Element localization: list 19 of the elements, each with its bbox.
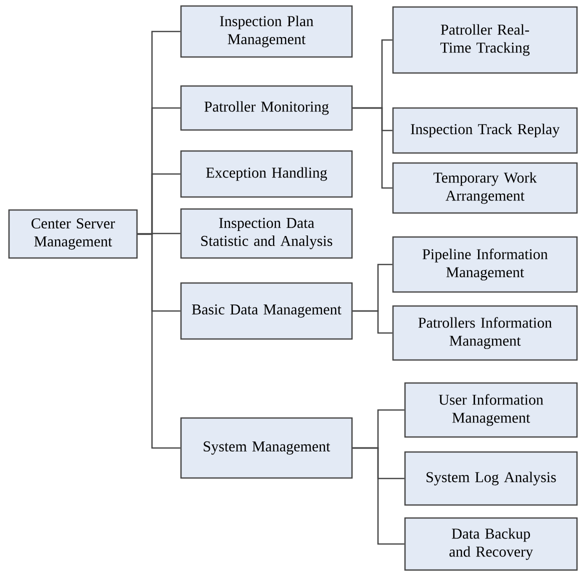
process-box: Temporary Work Arrangement [392,162,578,214]
process-box: Center Server Management [8,209,138,259]
connector-line [352,447,404,545]
connector-line [352,310,392,334]
process-box: Data Backup and Recovery [404,517,578,571]
connector-line [352,107,392,189]
process-box: System Management [180,417,353,479]
process-box: Inspection Data Statistic and Analysis [180,208,353,259]
process-box: Pipeline Information Management [392,236,578,293]
process-box: Inspection Plan Management [180,5,353,58]
process-box: Inspection Track Replay [392,107,578,154]
process-box: Patroller Monitoring [180,85,353,131]
process-box: Patroller Real-Time Tracking [392,6,578,74]
process-box: User Information Management [404,382,578,438]
process-box: Exception Handling [180,150,353,198]
process-box: System Log Analysis [404,451,578,506]
connector-line [138,233,180,449]
process-box: Basic Data Management [180,282,353,340]
process-box: Patrollers Information Managment [392,305,578,361]
